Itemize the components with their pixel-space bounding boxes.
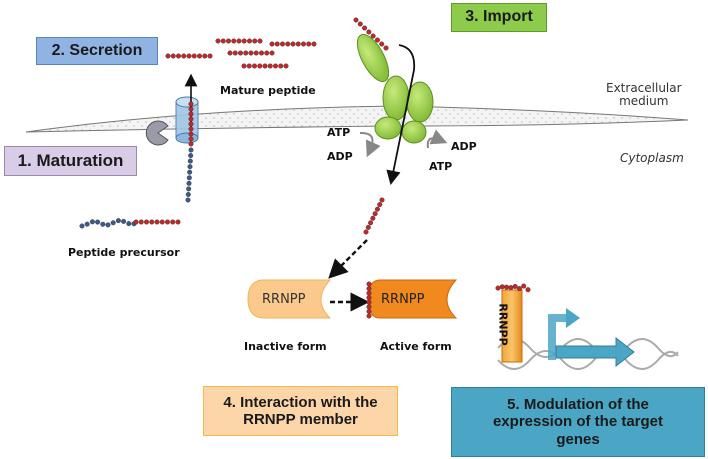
rrnpp-active-label: RRNPP xyxy=(381,292,425,307)
step-modulation-line3: genes xyxy=(556,430,600,448)
peptide-precursor-chain xyxy=(79,218,181,229)
cytoplasm-label: Cytoplasm xyxy=(620,151,684,165)
precursor-tail xyxy=(185,147,194,203)
step-modulation-line2: expression of the target xyxy=(492,413,664,431)
step-modulation-box: 5. Modulation of the expression of the t… xyxy=(451,387,705,457)
step-secretion-box: 2. Secretion xyxy=(36,37,158,65)
peptide-to-receptor-arrow xyxy=(328,239,368,279)
gene-arrow xyxy=(555,336,635,368)
mature-peptide-label: Mature peptide xyxy=(220,84,316,97)
step-import-label: 3. Import xyxy=(465,8,533,26)
mature-peptide-chain xyxy=(241,63,289,69)
step-interaction-line1: 4. Interaction with the xyxy=(223,393,378,411)
atp-right-label: ATP xyxy=(429,160,453,173)
mature-peptide-chain xyxy=(269,41,317,47)
mature-peptide-chain xyxy=(227,50,275,56)
adp-right-label: ADP xyxy=(451,140,477,153)
import-transporter xyxy=(356,33,434,144)
extracellular-line2: medium xyxy=(619,94,669,109)
import-arrow xyxy=(386,44,416,186)
extracellular-line1: Extracellular xyxy=(606,81,682,95)
step-maturation-label: 1. Maturation xyxy=(17,151,124,171)
bound-peptide-dna xyxy=(495,283,531,293)
step-modulation-line1: 5. Modulation of the xyxy=(507,396,649,414)
protease-icon xyxy=(145,120,169,146)
rrnpp-inactive-shape xyxy=(247,279,332,319)
atp-adp-arrow-right xyxy=(426,129,448,149)
step-interaction-box: 4. Interaction with the RRNPP member xyxy=(203,386,398,436)
atp-adp-arrow-left xyxy=(359,131,381,158)
peptide-precursor-label: Peptide precursor xyxy=(68,246,180,259)
extracellular-label: Extracellular medium xyxy=(606,81,682,109)
step-import-box: 3. Import xyxy=(451,3,547,32)
mature-peptide-chain xyxy=(215,38,263,44)
translocating-peptide xyxy=(188,101,194,147)
imported-peptide-inside xyxy=(363,197,385,235)
rrnpp-dna-label: RRNPP xyxy=(496,303,510,346)
inactive-form-label: Inactive form xyxy=(244,340,327,353)
rrnpp-inactive-label: RRNPP xyxy=(262,292,306,307)
cell-membrane xyxy=(25,105,689,133)
step-secretion-label: 2. Secretion xyxy=(51,41,143,59)
active-form-label: Active form xyxy=(380,340,452,353)
promoter-arrow xyxy=(548,314,568,360)
imported-peptide-outside xyxy=(353,17,389,51)
secretion-transporter xyxy=(175,96,199,144)
adp-left-label: ADP xyxy=(327,150,353,163)
bound-peptide-active xyxy=(366,281,372,319)
rrnpp-dna-bound-shape xyxy=(501,289,523,363)
step-interaction-line2: RRNPP member xyxy=(243,411,358,428)
mature-peptide-chain xyxy=(165,53,213,59)
step-maturation-box: 1. Maturation xyxy=(4,146,137,176)
atp-left-label: ATP xyxy=(327,126,351,139)
